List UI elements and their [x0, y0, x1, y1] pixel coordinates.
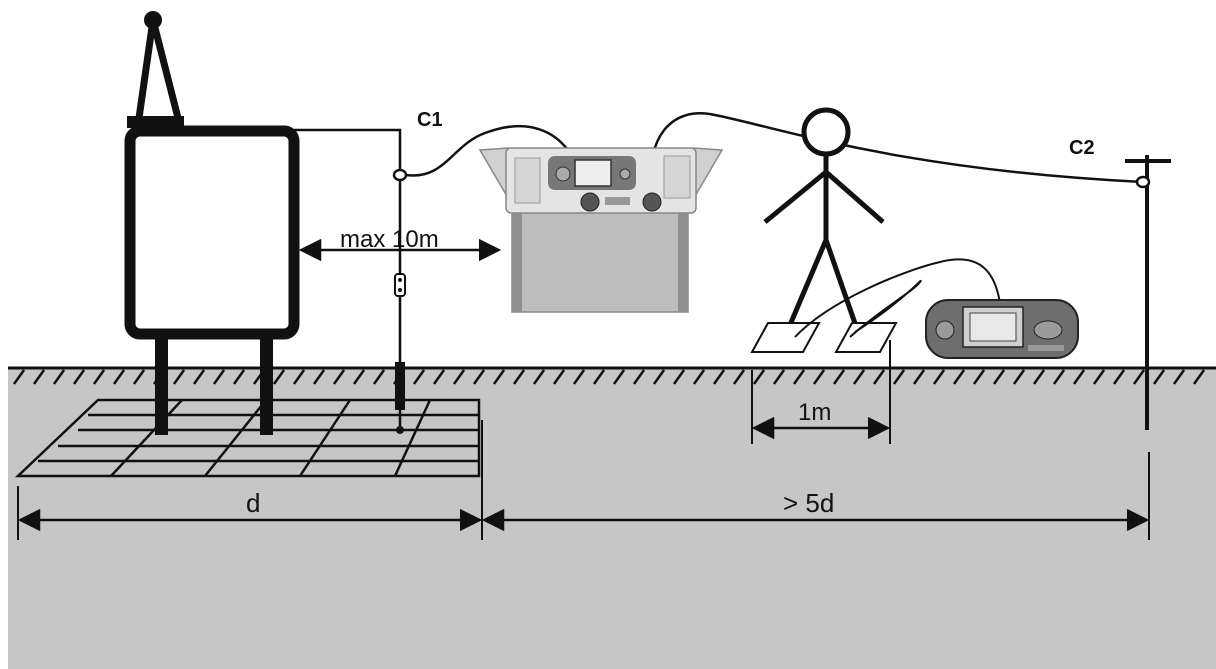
- hatch-stroke: [1072, 369, 1086, 385]
- hatch-stroke: [852, 369, 866, 385]
- c1-label: C1: [417, 109, 443, 131]
- hatch-stroke: [712, 369, 726, 385]
- hatch-stroke: [232, 369, 246, 385]
- hatch-stroke: [212, 369, 226, 385]
- hatch-stroke: [932, 369, 946, 385]
- hatch-stroke: [352, 369, 366, 385]
- hatch-stroke: [1012, 369, 1026, 385]
- hatch-stroke: [1172, 369, 1186, 385]
- earth-tester-icon: [478, 147, 724, 313]
- hatch-stroke: [572, 369, 586, 385]
- foot-plates: [750, 322, 898, 353]
- hatch-stroke: [192, 369, 206, 385]
- hatch-stroke: [12, 369, 26, 385]
- hatch-stroke: [552, 369, 566, 385]
- grid-size-label: d: [246, 488, 260, 518]
- hatch-stroke: [92, 369, 106, 385]
- test-leads: [405, 112, 1144, 189]
- max-distance-label: max 10m: [340, 226, 439, 253]
- hatch-stroke: [1132, 369, 1146, 385]
- hatch-stroke: [732, 369, 746, 385]
- person-icon: [763, 107, 885, 333]
- earth-spike-icon: [1125, 155, 1171, 430]
- hatch-stroke: [332, 369, 346, 385]
- hatch-stroke: [312, 369, 326, 385]
- hatch-stroke: [512, 369, 526, 385]
- hatch-stroke: [912, 369, 926, 385]
- hatch-stroke: [432, 369, 446, 385]
- hatch-stroke: [652, 369, 666, 385]
- ground-hatching: [12, 369, 1206, 385]
- hatch-stroke: [132, 369, 146, 385]
- hatch-stroke: [1112, 369, 1126, 385]
- hatch-stroke: [32, 369, 46, 385]
- hatch-stroke: [532, 369, 546, 385]
- hatch-stroke: [832, 369, 846, 385]
- hatch-stroke: [592, 369, 606, 385]
- hatch-stroke: [272, 369, 286, 385]
- handheld-meter-icon: [925, 299, 1079, 359]
- hatch-stroke: [1032, 369, 1046, 385]
- hatch-stroke: [1152, 369, 1166, 385]
- transformer-icon: [124, 11, 300, 435]
- hatch-stroke: [752, 369, 766, 385]
- hatch-stroke: [772, 369, 786, 385]
- c1-probe: [294, 128, 408, 434]
- hatch-stroke: [972, 369, 986, 385]
- grid-distance-dimension: [17, 420, 1150, 540]
- c2-label: C2: [1069, 137, 1095, 159]
- hatch-stroke: [792, 369, 806, 385]
- hatch-stroke: [1192, 369, 1206, 385]
- hatch-stroke: [632, 369, 646, 385]
- hatch-stroke: [472, 369, 486, 385]
- step-distance-label: 1m: [798, 399, 831, 426]
- hatch-stroke: [992, 369, 1006, 385]
- hatch-stroke: [672, 369, 686, 385]
- hatch-stroke: [172, 369, 186, 385]
- hatch-stroke: [1092, 369, 1106, 385]
- hatch-stroke: [1052, 369, 1066, 385]
- hatch-stroke: [812, 369, 826, 385]
- hatch-stroke: [292, 369, 306, 385]
- hatch-stroke: [452, 369, 466, 385]
- step-distance-dimension: [751, 340, 891, 444]
- hatch-stroke: [112, 369, 126, 385]
- hatch-stroke: [612, 369, 626, 385]
- hatch-stroke: [892, 369, 906, 385]
- hatch-stroke: [372, 369, 386, 385]
- hatch-stroke: [412, 369, 426, 385]
- hatch-stroke: [72, 369, 86, 385]
- earthing-grid: [14, 398, 481, 478]
- probe-distance-label: > 5d: [783, 488, 834, 518]
- plate-leads: [794, 258, 1001, 338]
- hatch-stroke: [692, 369, 706, 385]
- hatch-stroke: [872, 369, 886, 385]
- ground: [8, 366, 1216, 669]
- hatch-stroke: [492, 369, 506, 385]
- hatch-stroke: [52, 369, 66, 385]
- hatch-stroke: [952, 369, 966, 385]
